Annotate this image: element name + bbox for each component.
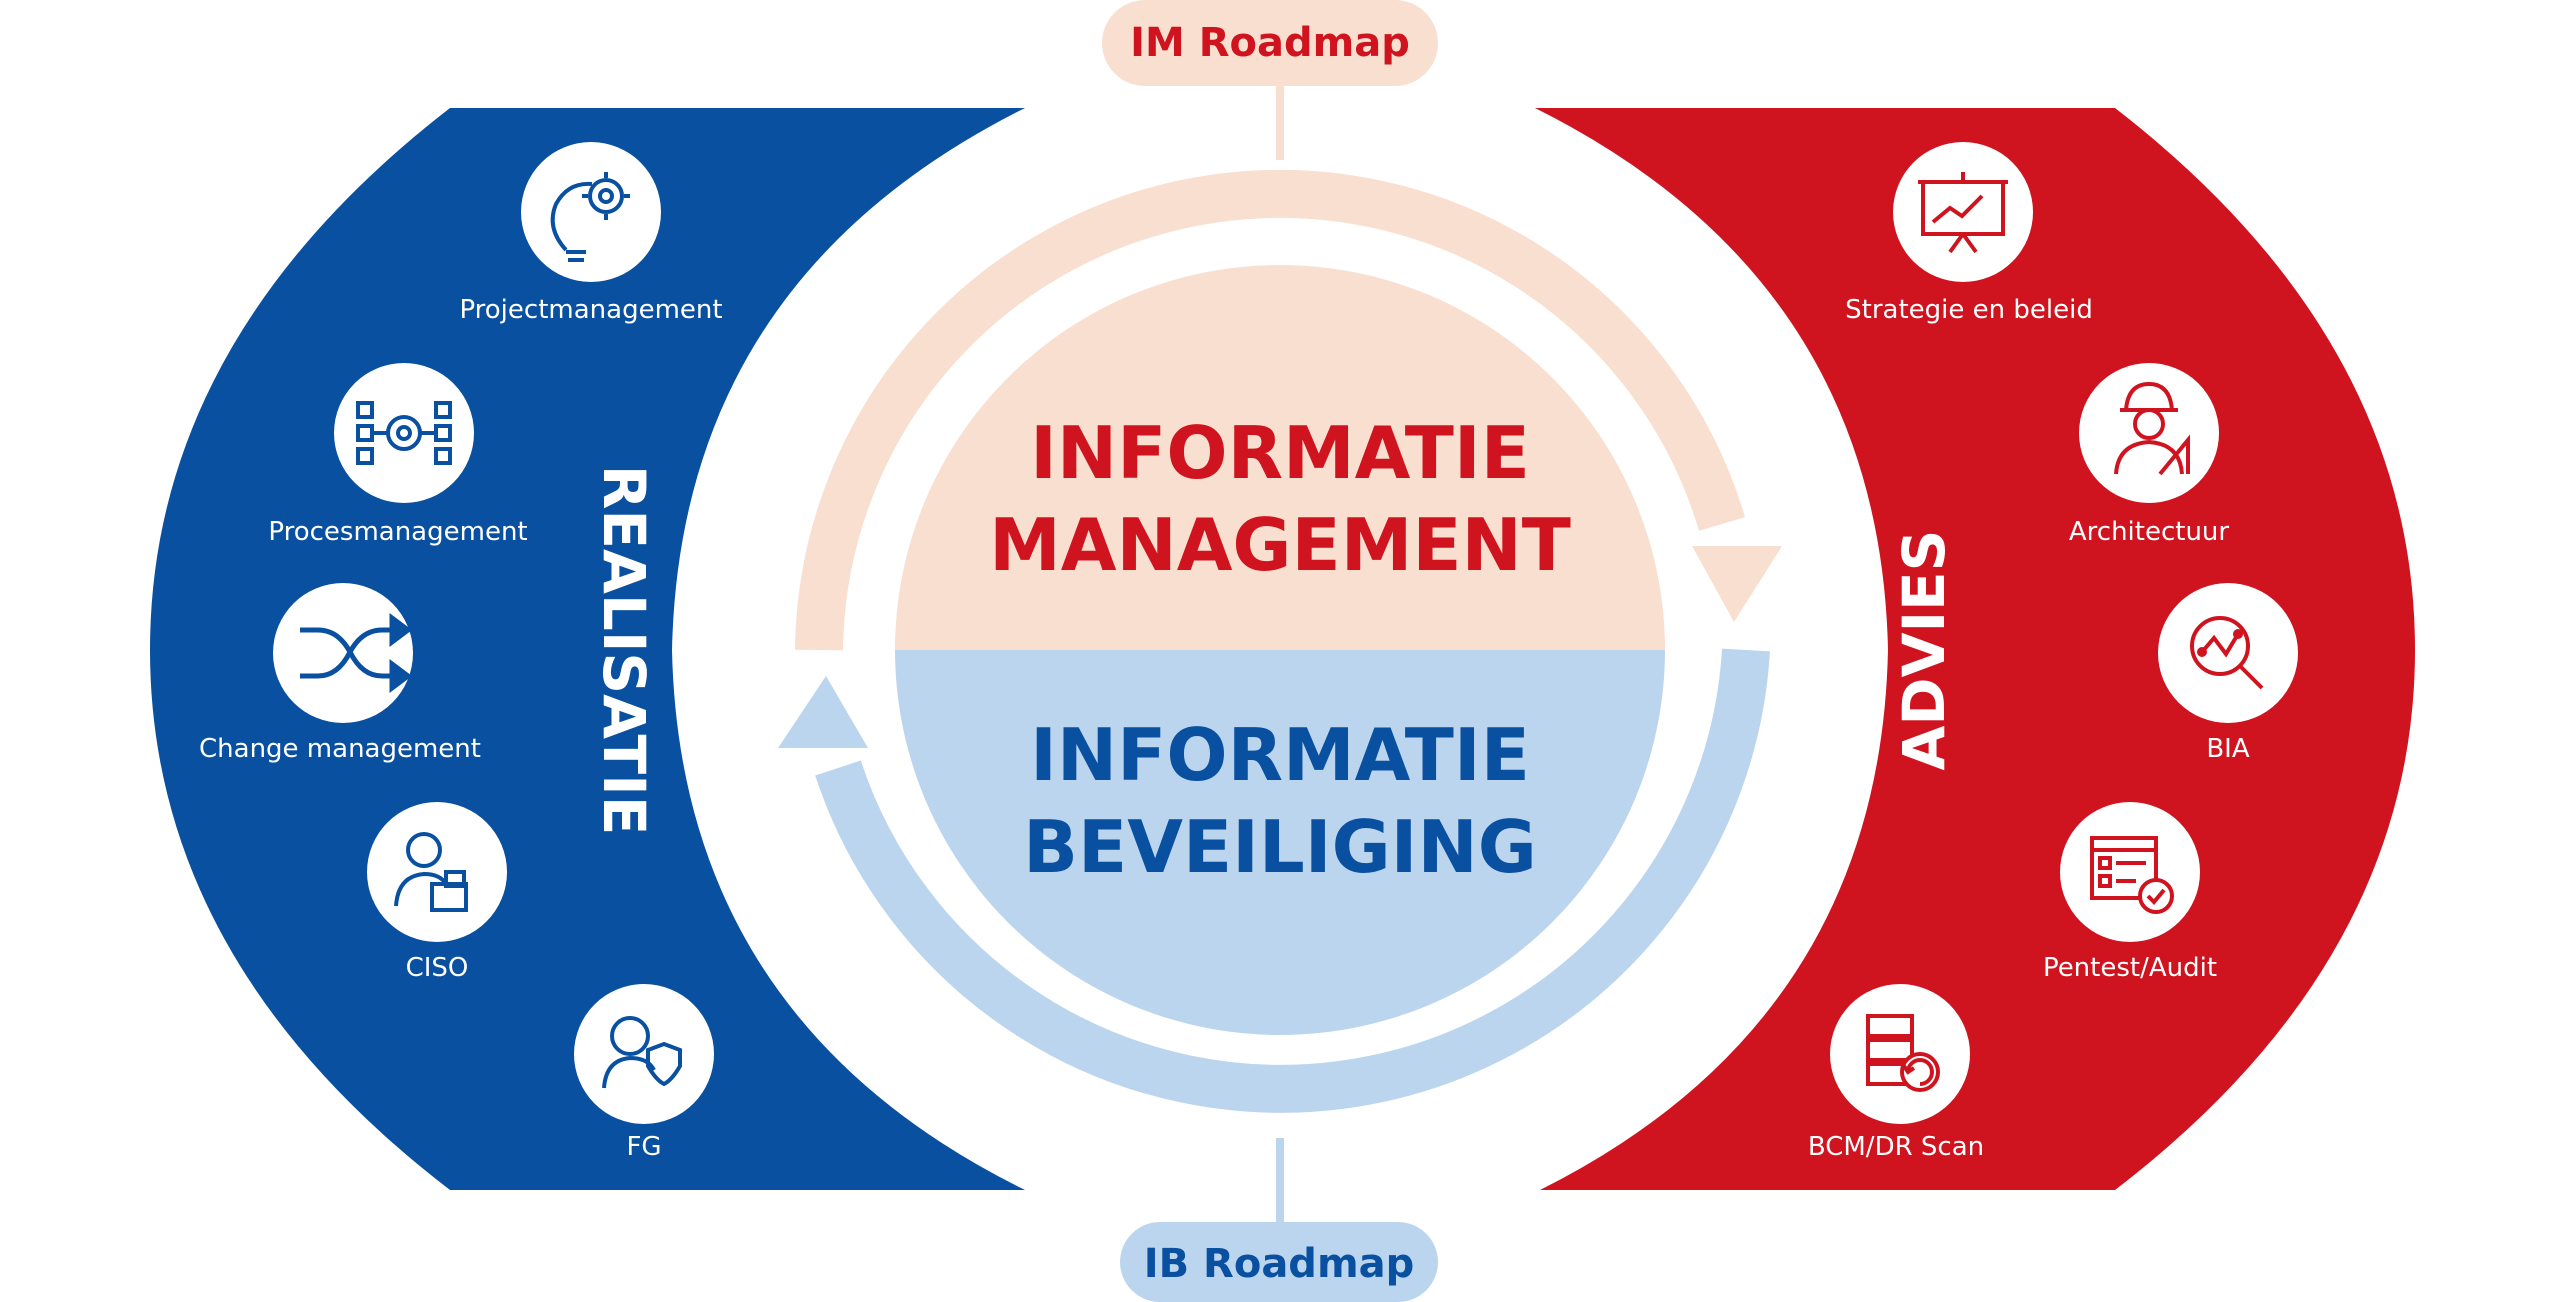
right-item-label: BCM/DR Scan [1808, 1132, 1984, 1162]
left-item-label: Projectmanagement [459, 295, 722, 325]
right-item-label: BIA [2206, 734, 2250, 764]
checklist-icon [2090, 836, 2174, 914]
server-recovery-icon [1866, 1014, 1940, 1092]
right-item-label: Architectuur [2069, 517, 2230, 547]
fg-person-icon [602, 1016, 682, 1089]
left-item-label: Procesmanagement [268, 517, 527, 547]
im-roadmap-pill [1102, 0, 1438, 86]
right-item-label: Pentest/Audit [2043, 953, 2217, 983]
left-item-fg: FG [574, 984, 714, 1162]
process-gear-icon [356, 401, 452, 465]
center-bottom-line1: INFORMATIE [1030, 713, 1530, 797]
advies-title: ADVIES [1890, 530, 1958, 771]
presentation-board-icon [1918, 172, 2008, 254]
ib-roadmap-pill [1120, 1222, 1438, 1302]
center-bottom-half [895, 650, 1665, 1035]
right-item-pentest: Pentest/Audit [2043, 802, 2217, 983]
left-item-procesmanagement: Procesmanagement [268, 363, 528, 547]
left-item-label: Change management [199, 734, 481, 764]
right-item-bcm: BCM/DR Scan [1808, 984, 1984, 1162]
left-item-projectmanagement: Projectmanagement [459, 142, 723, 325]
left-item-ciso: CISO [367, 802, 507, 983]
im-roadmap-label: IM Roadmap [1130, 20, 1410, 66]
left-item-change-management: Change management [199, 583, 481, 764]
advies-panel [1535, 108, 2415, 1190]
right-item-strategie: Strategie en beleid [1845, 142, 2093, 325]
center-bottom-line2: BEVEILIGING [1023, 805, 1537, 889]
bottom-cycle-arrow [815, 648, 1770, 1113]
left-item-label: CISO [406, 953, 469, 983]
shuffle-arrows-icon [300, 613, 413, 693]
architect-icon [2114, 381, 2190, 476]
left-item-label: FG [626, 1132, 661, 1162]
ciso-person-icon [394, 832, 468, 912]
bottom-cycle-arrowhead [778, 676, 868, 748]
right-item-architectuur: Architectuur [2069, 363, 2230, 547]
ib-roadmap-label: IB Roadmap [1144, 1241, 1415, 1287]
right-item-label: Strategie en beleid [1845, 295, 2093, 325]
right-item-bia: BIA [2158, 583, 2298, 764]
realisatie-title: REALISATIE [590, 465, 658, 836]
center-top-line2: MANAGEMENT [989, 503, 1571, 587]
idea-gear-icon [550, 172, 630, 262]
analysis-magnifier-icon [2190, 616, 2264, 690]
center-top-half [895, 265, 1665, 650]
top-cycle-arrow [795, 169, 1746, 651]
top-cycle-arrowhead [1692, 546, 1782, 622]
center-top-line1: INFORMATIE [1030, 411, 1530, 495]
